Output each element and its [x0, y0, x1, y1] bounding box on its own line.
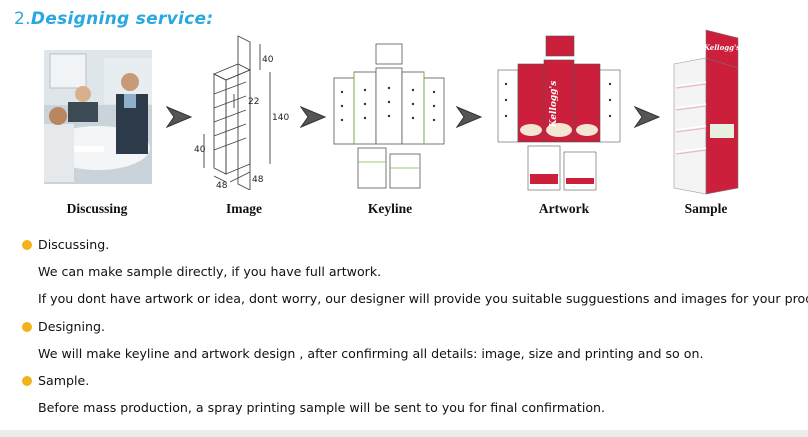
dim-width: 48 — [216, 181, 228, 190]
dim-depth: 48 — [252, 175, 264, 185]
step-label-artwork: Artwork — [538, 201, 590, 216]
step-label-image: Image — [226, 201, 262, 216]
designing-line-1: We will make keyline and artwork design … — [38, 346, 704, 361]
step-image-drawing: 40 22 140 40 48 48 — [190, 34, 300, 191]
discussing-line-1: We can make sample directly, if you have… — [38, 264, 382, 279]
sample-line-1: Before mass production, a spray printing… — [38, 400, 606, 415]
dim-base: 40 — [194, 145, 206, 155]
step-label-discussing: Discussing — [66, 201, 128, 216]
step-label-keyline: Keyline — [367, 201, 413, 216]
heading-number: 2. — [14, 9, 31, 29]
step-sample: Kellogg's — [666, 28, 746, 196]
dim-shelf: 22 — [248, 97, 259, 107]
printed-artwork-icon: Kellogg's — [497, 35, 621, 191]
section-title-designing: Designing. — [38, 319, 105, 334]
display-stand-sample-icon: Kellogg's — [673, 29, 740, 195]
sample-brand-text: Kellogg's — [703, 43, 740, 52]
bullet-dot-icon — [22, 240, 32, 250]
artwork-brand-text: Kellogg's — [549, 81, 559, 129]
step-artwork: Kellogg's — [494, 34, 624, 194]
section-title-discussing: Discussing. — [38, 237, 110, 252]
next-arrow-icon — [166, 106, 192, 128]
next-arrow-icon — [634, 106, 660, 128]
photo-meeting-icon — [44, 50, 152, 184]
step-discussing-image — [44, 50, 152, 184]
step-keyline — [330, 42, 450, 194]
bottom-divider — [0, 430, 808, 437]
dim-top: 40 — [262, 55, 274, 65]
shelf-dimension-drawing-icon: 40 22 140 40 48 48 — [194, 35, 289, 191]
keyline-die-cut-icon — [333, 43, 445, 189]
section-title-sample: Sample. — [38, 373, 90, 388]
next-arrow-icon — [456, 106, 482, 128]
discussing-line-2: If you dont have artwork or idea, dont w… — [38, 291, 808, 306]
next-arrow-icon — [300, 106, 326, 128]
dim-height: 140 — [272, 113, 289, 123]
heading-title: Designing service: — [30, 9, 214, 29]
step-label-sample: Sample — [684, 201, 728, 216]
bullet-dot-icon — [22, 376, 32, 386]
section-heading: 2.Designing service: — [14, 9, 213, 29]
bullet-dot-icon — [22, 322, 32, 332]
